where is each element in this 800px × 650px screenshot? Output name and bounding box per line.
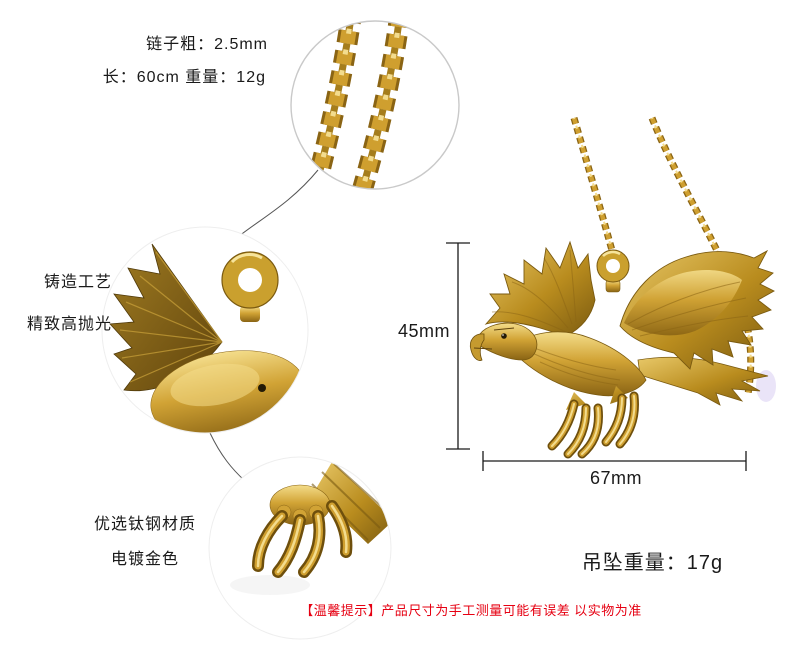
craft-label-line2: 精致高抛光 xyxy=(26,316,112,333)
detail-circle-head xyxy=(101,226,309,434)
eagle-eye xyxy=(501,333,507,339)
eagle-left-wing xyxy=(484,240,596,337)
pendant-photo xyxy=(469,240,775,459)
connector-curve-1 xyxy=(233,169,319,241)
photo-artifact xyxy=(756,370,776,402)
material-label-line2: 电镀金色 xyxy=(110,551,179,568)
height-dimension-line xyxy=(446,242,470,450)
craft-label-line1: 铸造工艺 xyxy=(43,274,112,291)
eagle-claws xyxy=(547,391,639,459)
detail-eye xyxy=(258,384,266,392)
detail-claws xyxy=(252,500,353,578)
eagle-body xyxy=(509,331,647,397)
width-dimension-line xyxy=(482,451,747,471)
pendant-height-label: 45mm xyxy=(397,321,450,341)
pendant-width-label: 67mm xyxy=(589,468,642,488)
connector-curve-2 xyxy=(209,432,246,482)
eagle-tail xyxy=(637,356,769,406)
chain-spec-line2: 长：60cm 重量：12g xyxy=(102,69,266,86)
material-label-line1: 优选钛钢材质 xyxy=(93,516,196,533)
detail-beak xyxy=(282,398,307,422)
eagle-beak xyxy=(469,333,485,361)
pendant-weight-label: 吊坠重量：17g xyxy=(581,552,724,574)
chain-spec-line1: 链子粗：2.5mm xyxy=(146,36,268,53)
detail-circle-claw xyxy=(208,456,392,640)
detail-circle-chain xyxy=(290,20,460,190)
disclaimer-text: 【温馨提示】产品尺寸为手工测量可能有误差 以实物为准 xyxy=(300,603,642,618)
